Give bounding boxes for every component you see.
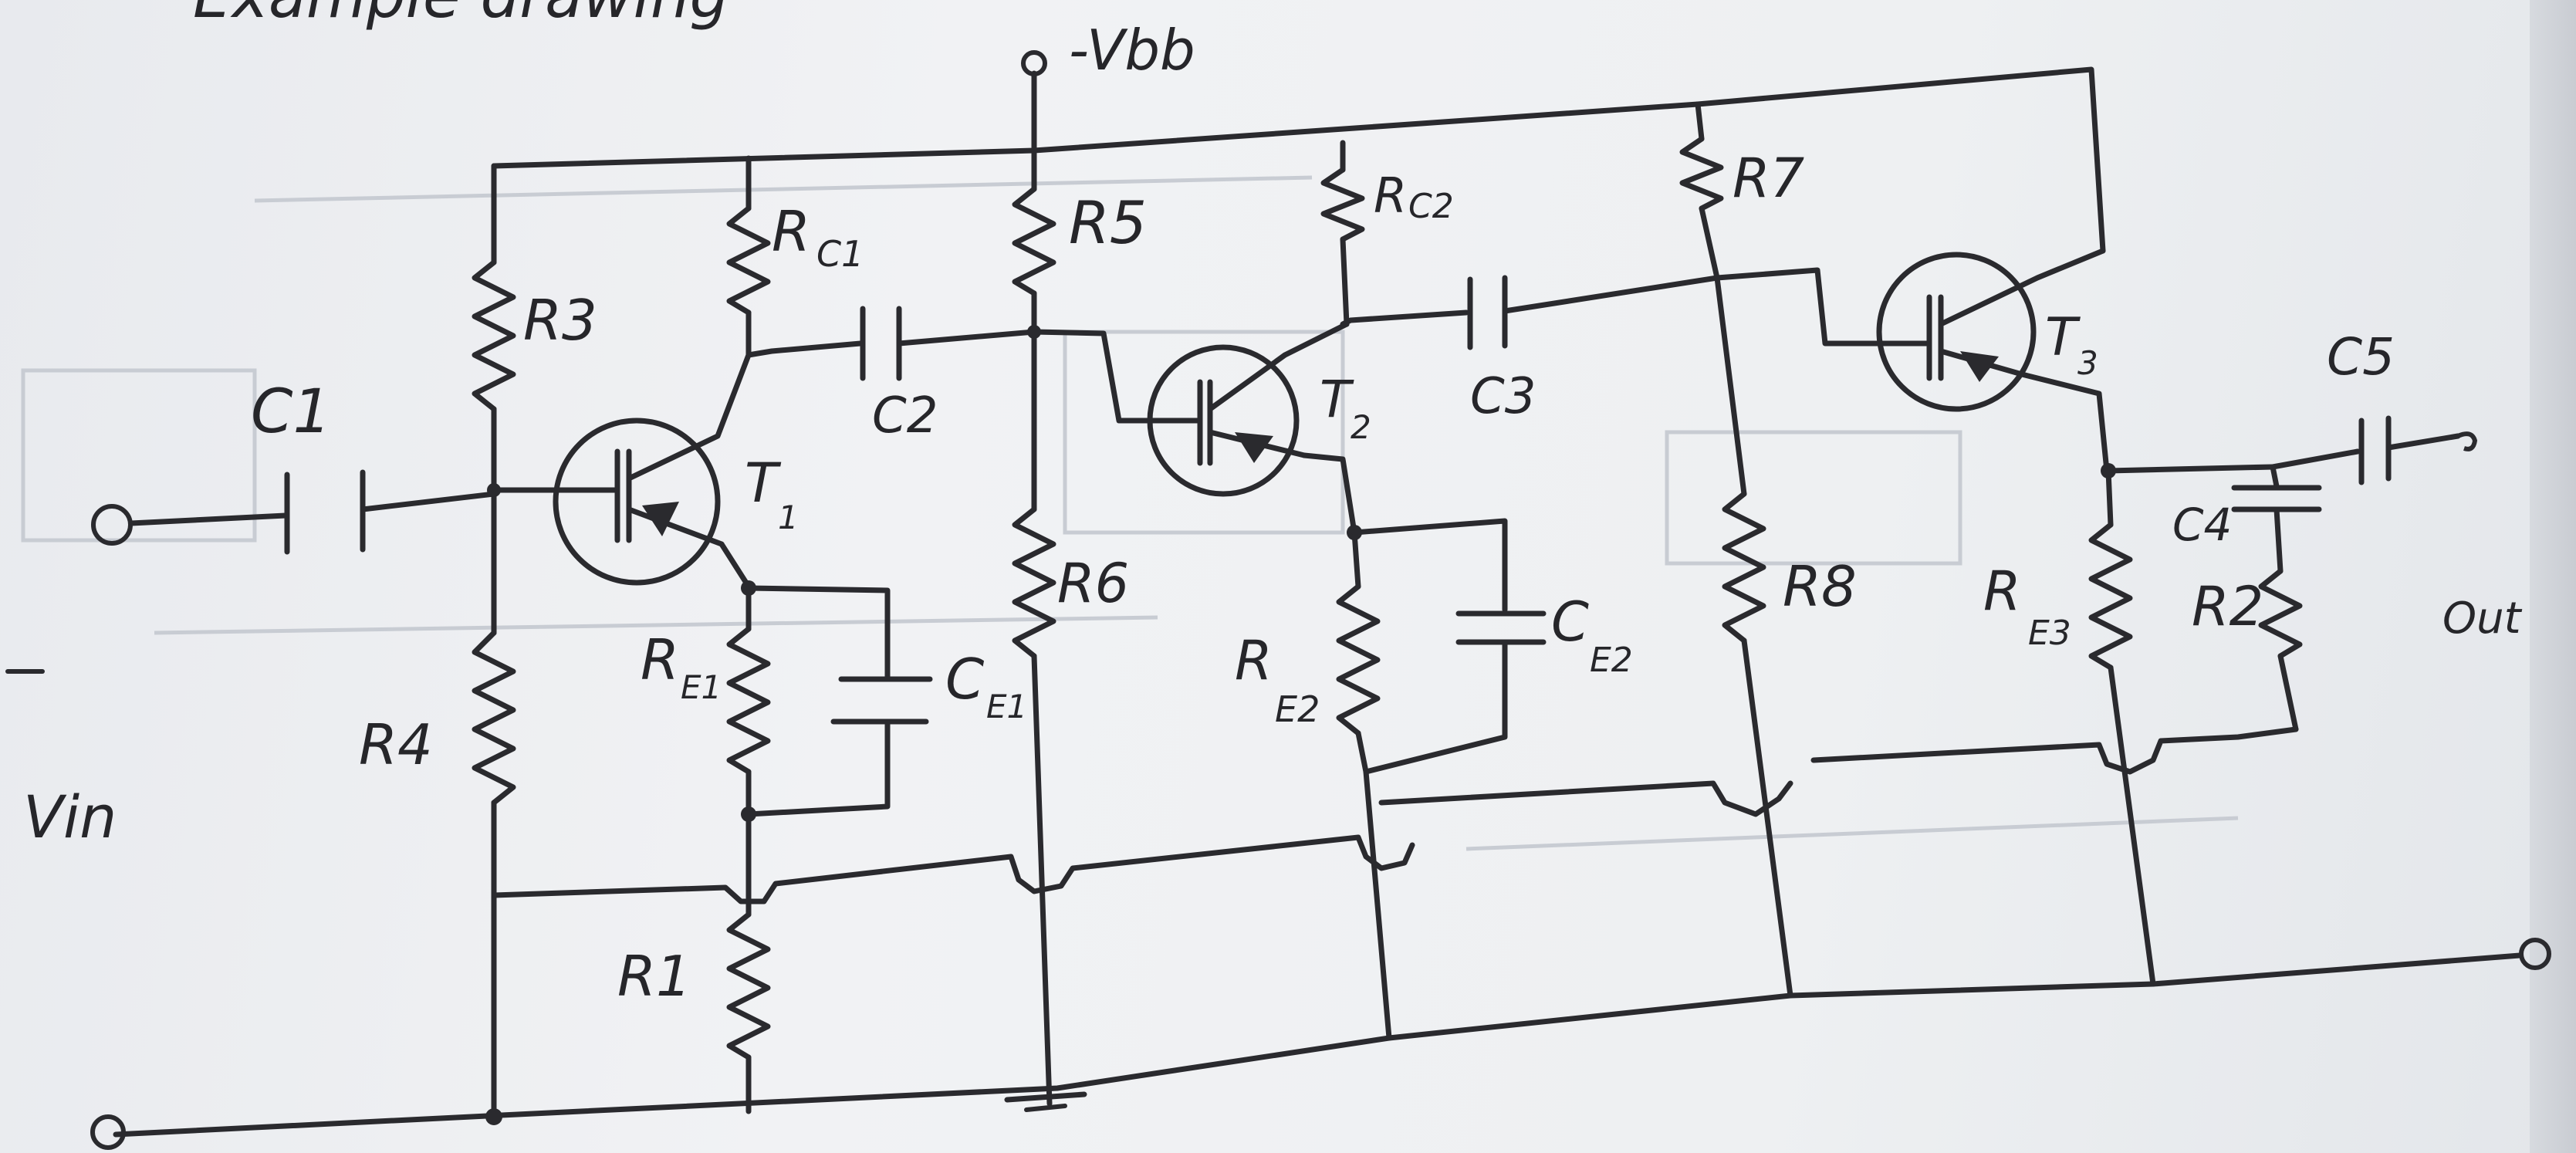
output-ground-terminal (2519, 938, 2551, 970)
re2-label: R (1235, 629, 1273, 692)
header-text: Example drawing (193, 0, 729, 32)
transistor-t3: T 3 (1714, 248, 2110, 474)
t2-label: T (1320, 370, 1354, 429)
t3-sub: 3 (2077, 344, 2098, 382)
resistor-r3: R3 (472, 163, 597, 493)
ce1-label: C (945, 647, 985, 712)
resistor-re2: R E2 (1235, 529, 1381, 775)
re3-sub: E3 (2028, 614, 2071, 653)
capacitor-ce1: C E1 (745, 585, 1027, 817)
t1-sub: 1 (778, 499, 799, 536)
ground-rail (113, 952, 2523, 1138)
capacitor-c1: C1 (251, 377, 497, 555)
output-terminal: Out (2442, 431, 2523, 644)
ce1-sub: E1 (986, 688, 1027, 725)
resistor-r8: R8 (1714, 275, 1857, 999)
input-label-group: Vin (5, 669, 117, 851)
c4-label: C4 (2172, 499, 2232, 551)
ce2-sub: E2 (1590, 641, 1633, 680)
re2-sub: E2 (1275, 688, 1320, 730)
resistor-rc1: R C1 (726, 155, 864, 358)
rc1-sub: C1 (816, 233, 864, 275)
rc2-sub: C2 (1408, 187, 1454, 226)
junction-dot (485, 1108, 502, 1125)
resistor-r5: R5 (1012, 147, 1147, 335)
r7-label: R7 (1733, 147, 1804, 210)
input-ground-terminal (90, 1114, 126, 1150)
capacitor-c4: C4 (2105, 464, 2322, 574)
r4-label: R4 (359, 712, 433, 777)
resistor-rc2: R C2 (1320, 140, 1454, 327)
supply-terminal: -Vbb (1021, 18, 1195, 83)
transistor-t2: T 2 (1031, 321, 1371, 536)
c5-label: C5 (2327, 327, 2395, 387)
capacitor-c2: C2 (745, 306, 1037, 445)
resistor-r7: R7 (1679, 101, 1804, 281)
input-terminal (91, 504, 289, 546)
paper-edge (2530, 0, 2576, 1153)
emitter-bus-2 (1378, 726, 2299, 817)
c1-label: C1 (251, 377, 331, 447)
r1-label: R1 (617, 944, 691, 1009)
re1-label: R (641, 627, 679, 692)
resistor-r6: R6 (1012, 329, 1129, 1107)
resistor-re3: R E3 (1983, 468, 2156, 987)
rc2-label: R (1374, 167, 1407, 224)
supply-rail (491, 66, 2106, 254)
emitter-bus-1 (491, 834, 1415, 904)
r6-label: R6 (1057, 552, 1129, 615)
r3-label: R3 (523, 288, 597, 353)
capacitor-c5: C5 (2270, 327, 2461, 485)
resistor-r1: R1 (617, 811, 771, 1114)
r8-label: R8 (1783, 554, 1857, 619)
resistor-r2: R2 (2192, 568, 2303, 732)
c2-label: C2 (872, 387, 938, 445)
resistor-r4: R4 (359, 487, 516, 1122)
c3-label: C3 (1470, 368, 1536, 425)
ce2-label: C (1551, 590, 1589, 654)
transistor-t1: T 1 (491, 352, 799, 590)
output-label: Out (2442, 593, 2523, 644)
re2-ground-wire (1363, 769, 1392, 1041)
input-label: Vin (23, 783, 117, 851)
bleed-through-marks (21, 175, 2239, 851)
r2-label: R2 (2192, 575, 2263, 638)
re3-label: R (1983, 560, 2021, 623)
rc1-label: R (772, 199, 810, 264)
t2-sub: 2 (1351, 408, 1371, 446)
r5-label: R5 (1069, 188, 1147, 257)
capacitor-c3: C3 (1340, 275, 1720, 425)
re1-sub: E1 (681, 668, 722, 706)
resistor-re1: R E1 (641, 583, 771, 817)
supply-label: -Vbb (1069, 18, 1195, 83)
t1-label: T (745, 451, 782, 515)
capacitor-ce2: C E2 (1351, 518, 1633, 775)
t3-label: T (2045, 307, 2081, 368)
